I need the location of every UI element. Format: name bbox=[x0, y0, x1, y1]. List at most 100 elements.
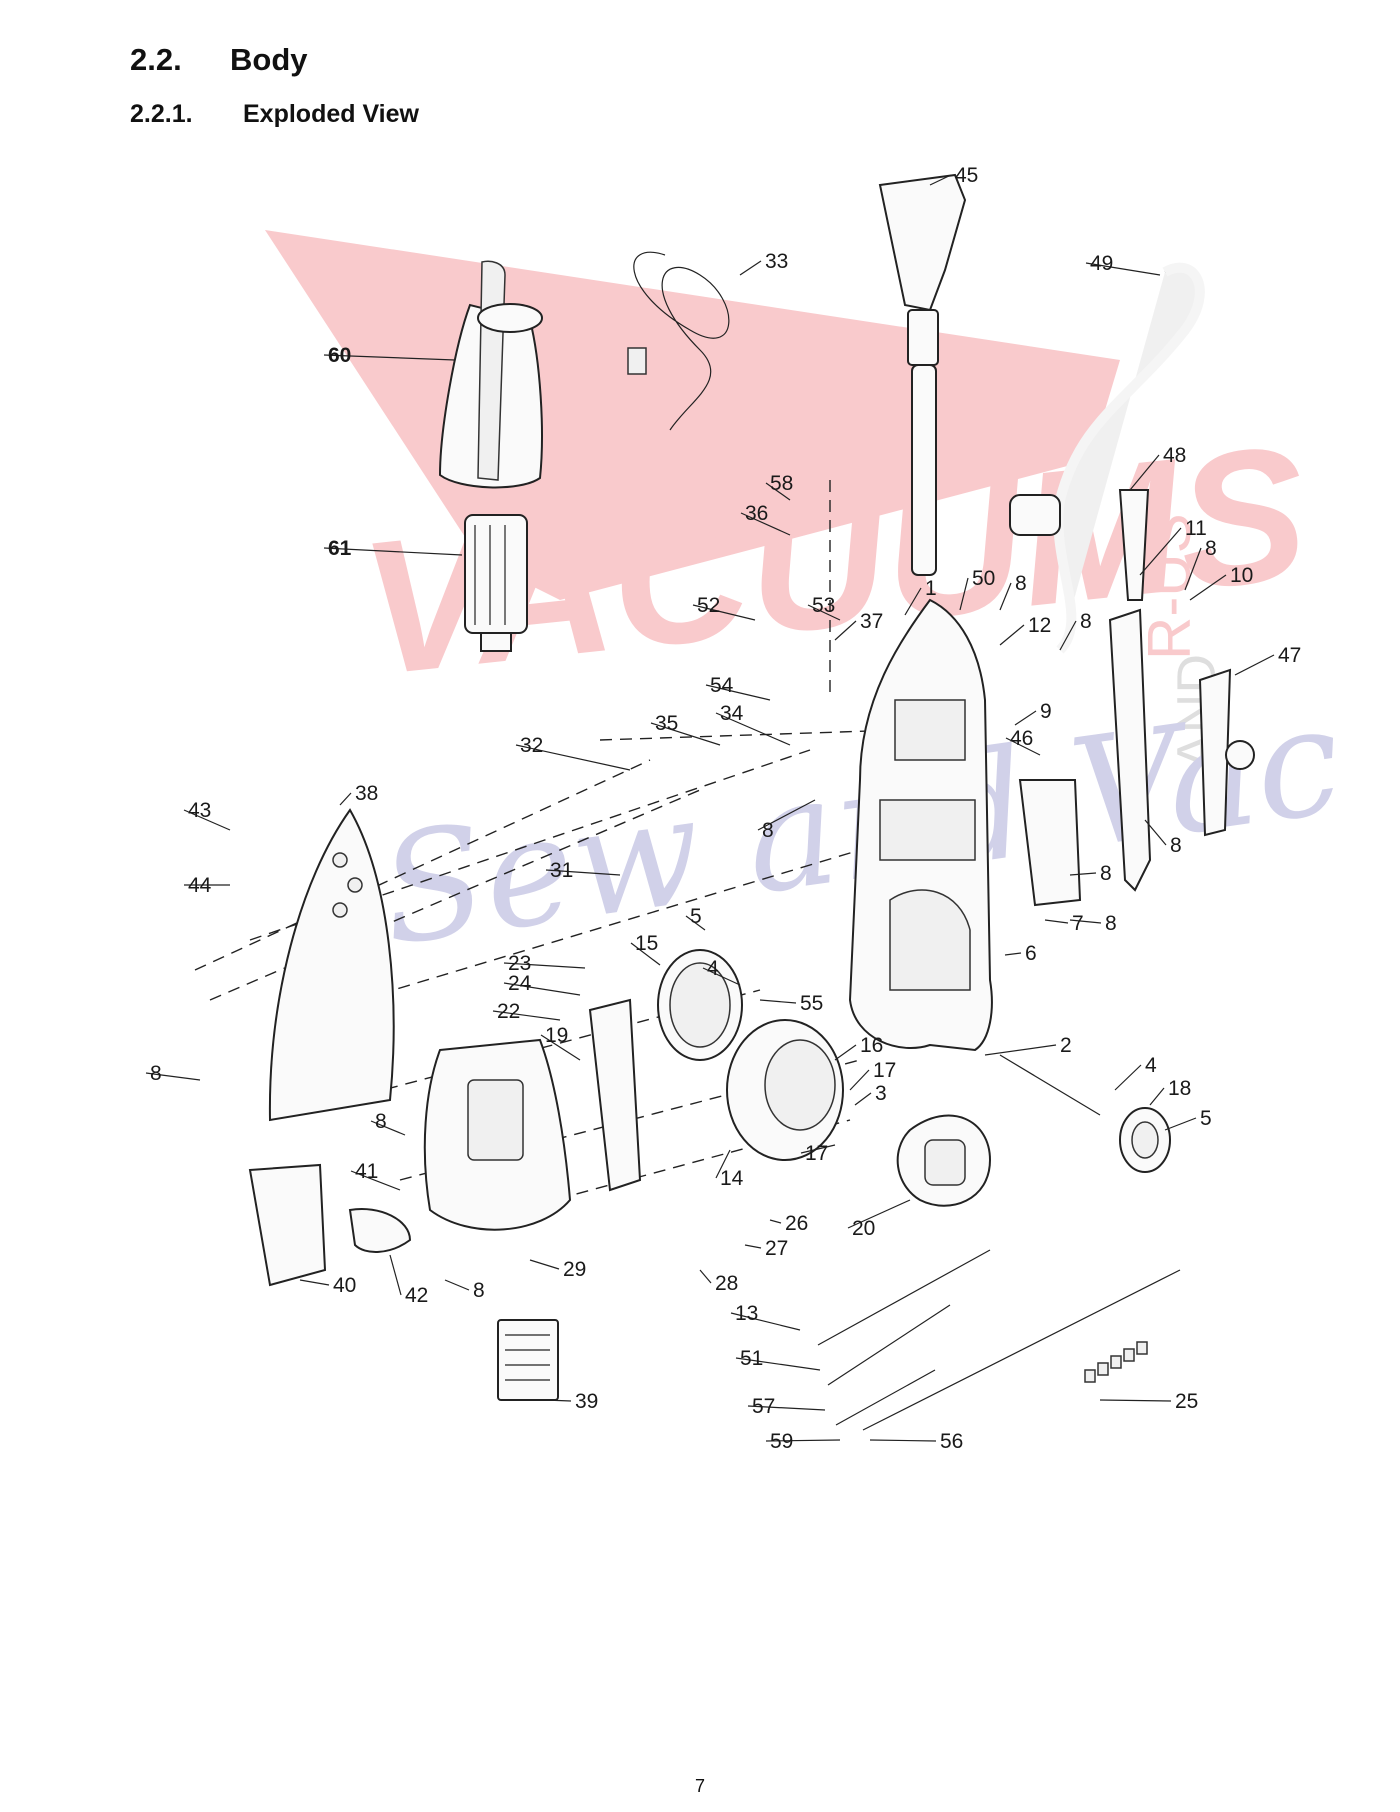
callout-leader bbox=[145, 1072, 201, 1081]
callout-leader bbox=[389, 1254, 402, 1296]
callout-leader bbox=[705, 684, 771, 701]
callout-label: 38 bbox=[355, 782, 378, 805]
callout-leader bbox=[834, 620, 857, 641]
callout-leader bbox=[702, 967, 741, 986]
page-number: 7 bbox=[694, 1776, 705, 1796]
callout-label: 5 bbox=[1200, 1107, 1212, 1130]
callout-leader bbox=[503, 982, 581, 996]
callout-label: 2 bbox=[1060, 1034, 1072, 1057]
callout-leader bbox=[370, 1120, 406, 1136]
callout-leader bbox=[545, 869, 621, 876]
callout-label: 28 bbox=[715, 1272, 738, 1295]
callout-label: 1 bbox=[925, 577, 937, 600]
callout-leader bbox=[854, 1092, 872, 1106]
callout-label: 8 bbox=[375, 1110, 387, 1133]
callout-leader bbox=[904, 587, 922, 616]
callout-label: 4 bbox=[1145, 1054, 1157, 1077]
callout-label: 8 bbox=[1105, 912, 1117, 935]
callout-label: 8 bbox=[1080, 610, 1092, 633]
part-power-cord bbox=[627, 251, 730, 431]
section-title: Body bbox=[230, 42, 308, 77]
callout-label: 12 bbox=[1028, 614, 1051, 637]
callout-leader bbox=[1139, 527, 1182, 576]
callout-label: 10 bbox=[1230, 564, 1253, 587]
callout-leader bbox=[1114, 1064, 1142, 1091]
callout-leader bbox=[800, 1144, 836, 1154]
callout-label: 25 bbox=[1175, 1390, 1198, 1413]
callout-leader bbox=[984, 1044, 1057, 1056]
callout-label: 43 bbox=[188, 799, 211, 822]
callout-leader bbox=[999, 624, 1025, 646]
callout-leader bbox=[847, 1199, 911, 1229]
callout-label: 4 bbox=[707, 957, 719, 980]
callout-label: 15 bbox=[635, 932, 658, 955]
exploded-view-diagram: VACUUMS R-US AND Sew and Vac bbox=[145, 164, 1351, 1453]
callout-label: 41 bbox=[355, 1160, 378, 1183]
callout-leader bbox=[515, 744, 631, 771]
subsection-number: 2.2.1. bbox=[130, 100, 193, 128]
callout-label: 20 bbox=[852, 1217, 875, 1240]
callout-label: 8 bbox=[473, 1279, 485, 1302]
callout-label: 61 bbox=[328, 537, 352, 560]
part-wand bbox=[878, 173, 967, 576]
callout-leader bbox=[503, 962, 586, 969]
callout-leader bbox=[685, 915, 706, 931]
callout-label: 19 bbox=[545, 1024, 568, 1047]
callout-leader bbox=[1184, 547, 1202, 591]
callout-leader bbox=[1005, 737, 1041, 756]
guide-line bbox=[359, 849, 861, 1001]
callout-leader bbox=[999, 582, 1012, 611]
part-floor-tool bbox=[1198, 668, 1255, 837]
part-main-body bbox=[848, 598, 993, 1052]
callout-leader bbox=[544, 1399, 572, 1402]
part-hepa-filter bbox=[497, 1319, 559, 1401]
callout-label: 14 bbox=[720, 1167, 744, 1190]
callout-label: 39 bbox=[575, 1390, 598, 1413]
callout-leader bbox=[1189, 574, 1227, 601]
part-hose bbox=[1009, 262, 1205, 654]
callout-leader bbox=[759, 999, 797, 1004]
callout-label: 36 bbox=[745, 502, 768, 525]
callout-label: 8 bbox=[150, 1062, 162, 1085]
callout-label: 33 bbox=[765, 250, 788, 273]
callout-label: 8 bbox=[762, 819, 774, 842]
callout-leader bbox=[1149, 1087, 1165, 1106]
callout-leader bbox=[1059, 620, 1077, 651]
callout-leader bbox=[1234, 654, 1275, 676]
callout-label: 49 bbox=[1090, 252, 1113, 275]
callout-leader bbox=[444, 1279, 470, 1291]
callout-label: 54 bbox=[710, 674, 734, 697]
callout-label: 8 bbox=[1205, 537, 1217, 560]
part-dust-cup bbox=[438, 260, 543, 489]
callout-label: 51 bbox=[740, 1347, 763, 1370]
part-hose-channel bbox=[1108, 608, 1152, 892]
callout-label: 18 bbox=[1168, 1077, 1191, 1100]
callout-label: 8 bbox=[1170, 834, 1182, 857]
callout-label: 11 bbox=[1185, 517, 1207, 540]
callout-leader bbox=[630, 942, 661, 966]
callout-label: 22 bbox=[497, 1000, 520, 1023]
part-bumper bbox=[248, 1163, 412, 1287]
callout-leader bbox=[959, 577, 969, 611]
part-base-housing bbox=[423, 1038, 572, 1231]
callout-label: 47 bbox=[1278, 644, 1301, 667]
part-front-cover bbox=[268, 808, 395, 1122]
callout-label: 8 bbox=[1015, 572, 1027, 595]
part-handle-latch bbox=[1018, 779, 1082, 907]
callout-leader bbox=[929, 174, 952, 186]
callout-leader bbox=[1014, 710, 1037, 726]
callout-label: 24 bbox=[508, 972, 532, 995]
callout-leader bbox=[699, 1269, 712, 1284]
callout-leader bbox=[735, 1357, 821, 1371]
callout-label: 34 bbox=[720, 702, 744, 725]
callout-leader bbox=[1099, 1399, 1172, 1402]
callout-label: 26 bbox=[785, 1212, 808, 1235]
callout-leader bbox=[323, 354, 456, 361]
callout-label: 48 bbox=[1163, 444, 1186, 467]
callout-leader bbox=[715, 712, 791, 746]
callout-label: 23 bbox=[508, 952, 531, 975]
callout-label: 6 bbox=[1025, 942, 1037, 965]
callout-label: 40 bbox=[333, 1274, 356, 1297]
callout-leader bbox=[834, 1044, 857, 1061]
